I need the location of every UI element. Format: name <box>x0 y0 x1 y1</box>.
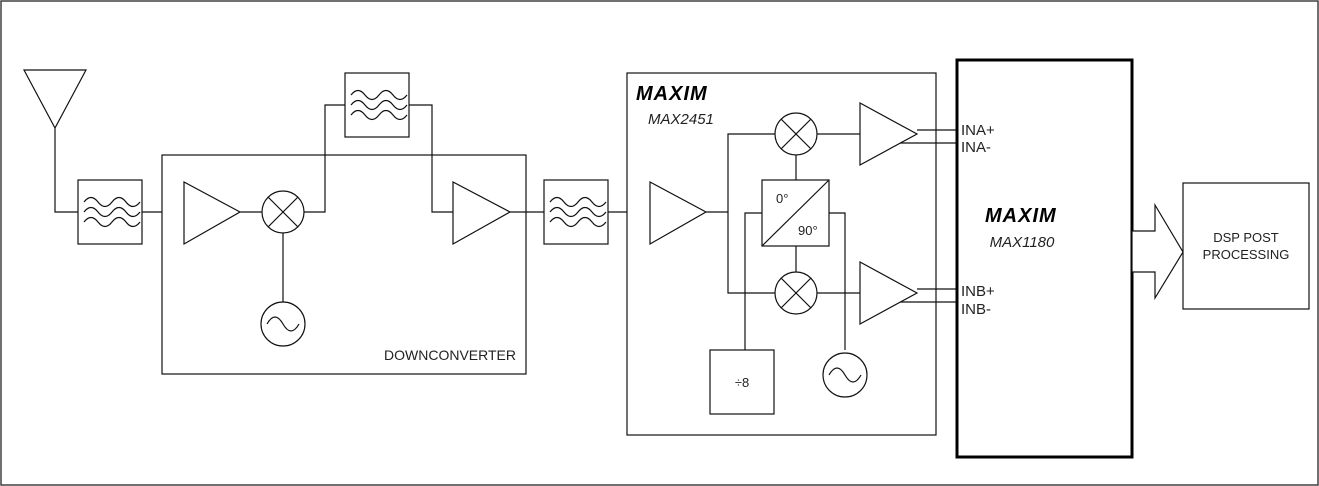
amplifier-5 <box>859 260 919 326</box>
mixer-i <box>774 112 818 156</box>
max1180-box <box>955 58 1134 459</box>
phase-90-label: 90° <box>798 223 818 238</box>
divider-label: ÷8 <box>735 375 749 390</box>
amplifier-1 <box>183 180 242 246</box>
bandpass-filter-3 <box>543 179 609 245</box>
mixer-1 <box>261 190 305 234</box>
max1180-label: MAX1180 <box>990 234 1055 251</box>
ina-plus-label: INA+ <box>961 122 995 139</box>
amplifier-3 <box>649 180 708 246</box>
downconverter-label: DOWNCONVERTER <box>384 347 516 363</box>
inb-plus-label: INB+ <box>961 283 995 300</box>
inb-minus-label: INB- <box>961 301 991 318</box>
antenna-icon <box>22 69 88 213</box>
local-oscillator-1 <box>260 301 306 347</box>
amplifier-4 <box>859 101 919 167</box>
maxim-logo-top: MAXIM <box>636 83 708 105</box>
dsp-line2: PROCESSING <box>1203 247 1290 262</box>
downconverter-box <box>161 154 527 375</box>
local-oscillator-2 <box>822 352 868 398</box>
dsp-line1: DSP POST <box>1213 230 1279 245</box>
max2451-label: MAX2451 <box>648 111 714 128</box>
maxim-logo-adc: MAXIM <box>985 205 1057 227</box>
phase-0-label: 0° <box>776 191 788 206</box>
amplifier-2 <box>452 181 512 246</box>
phase-shifter <box>761 179 830 247</box>
ina-minus-label: INA- <box>961 139 991 156</box>
bandpass-filter-2 <box>344 72 410 138</box>
mixer-q <box>774 271 818 315</box>
data-bus-arrow <box>1131 202 1184 301</box>
dsp-box <box>1182 182 1310 310</box>
divide-by-8-box <box>709 349 775 415</box>
bandpass-filter-1 <box>77 179 143 245</box>
